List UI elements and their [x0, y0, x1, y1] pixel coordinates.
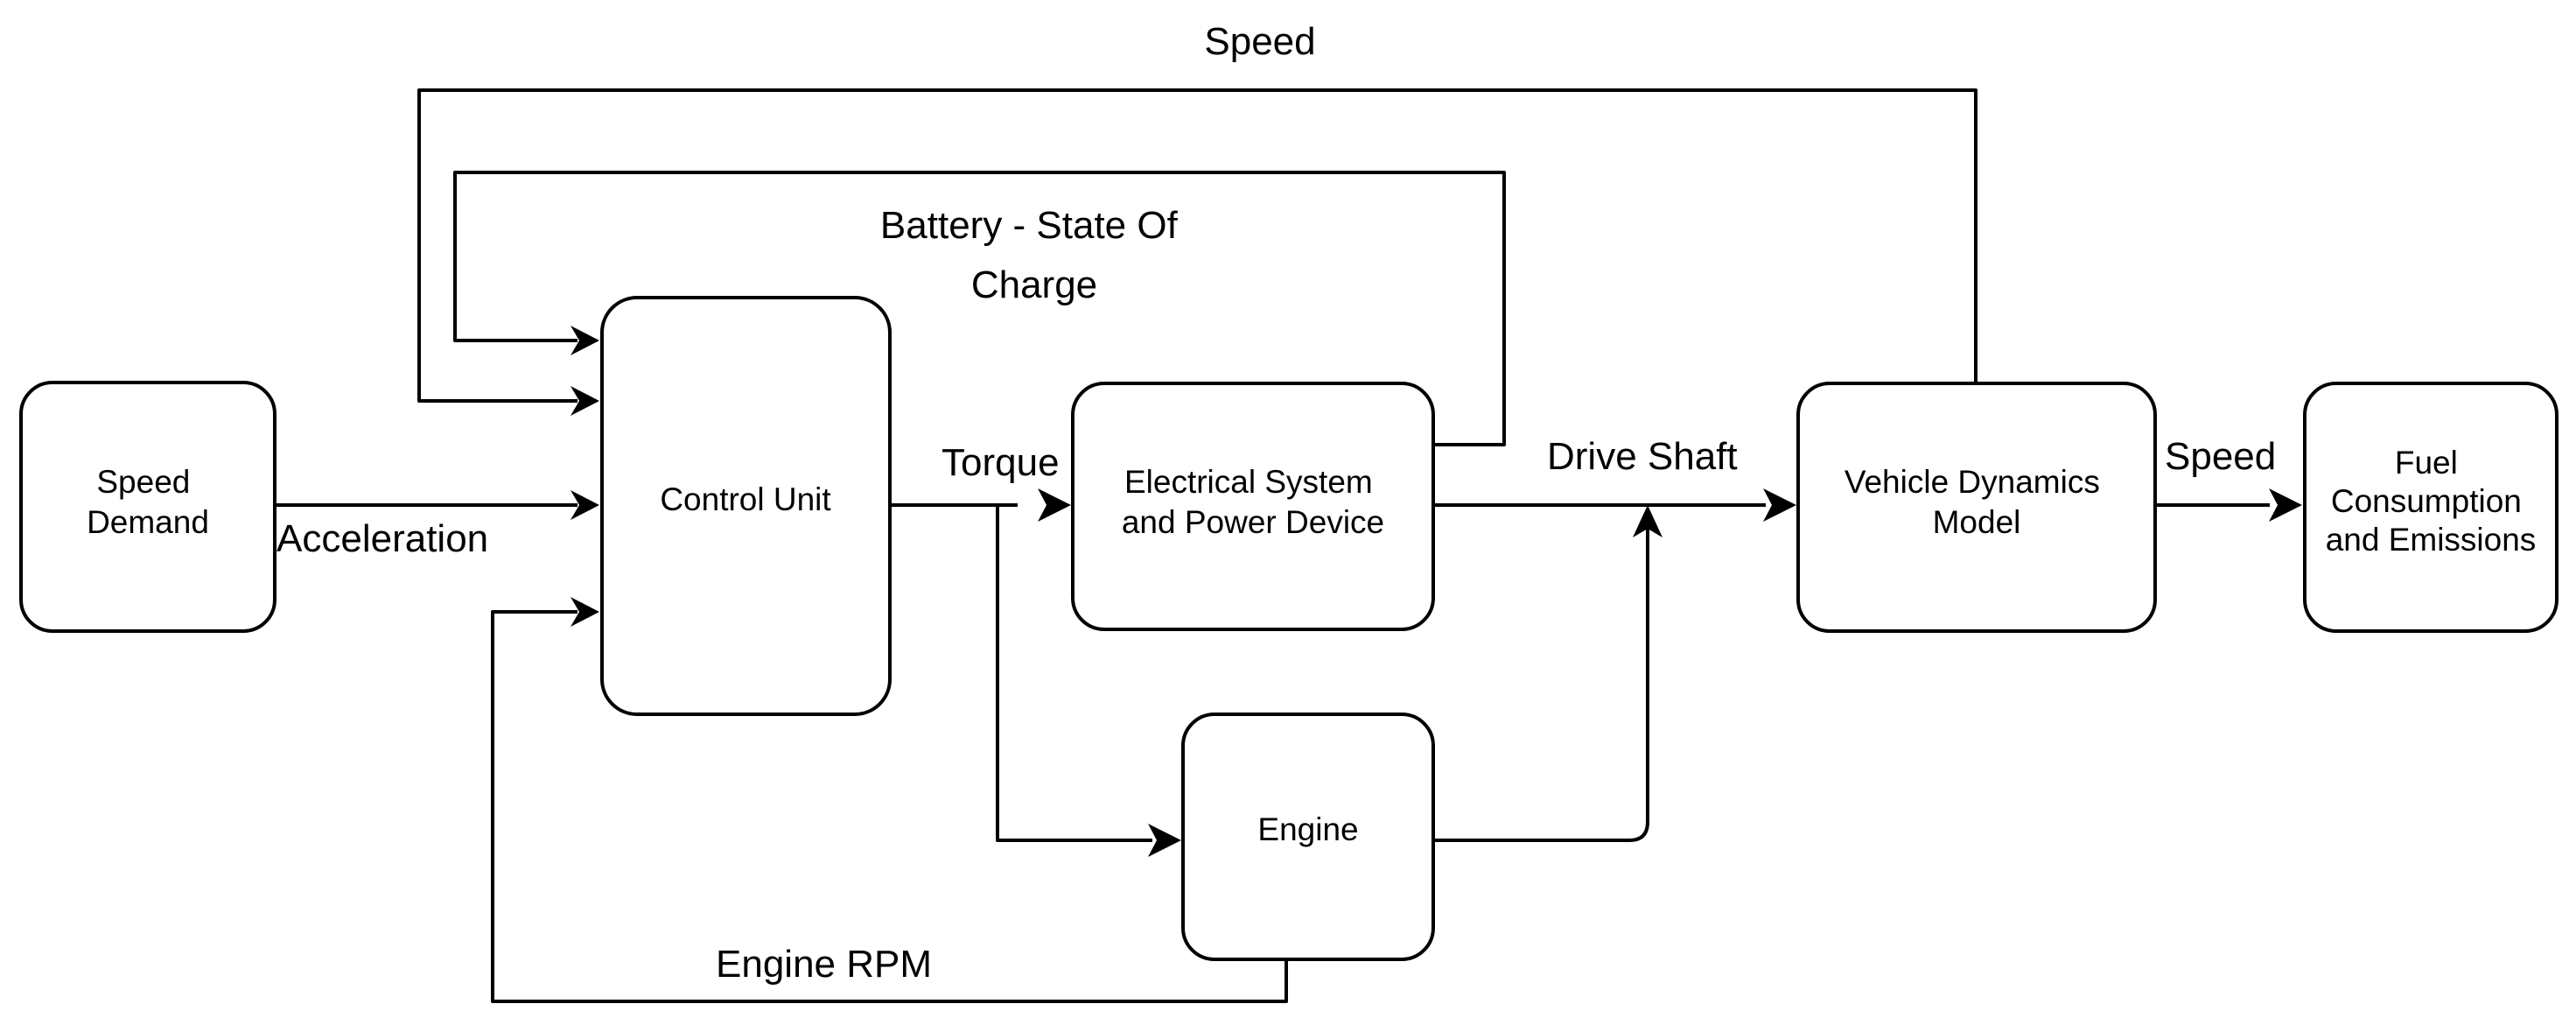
speed-feedback-arrow [570, 386, 599, 416]
speed-demand-label: Speed Demand [87, 464, 209, 540]
engine-rpm-wire [491, 610, 1288, 1003]
control-unit-label: Control Unit [660, 481, 831, 517]
torque-label: Torque [942, 441, 1060, 484]
acceleration-arrow [570, 490, 599, 520]
torque-to-engine-wire [996, 505, 1152, 842]
control-unit-block: Control Unit [600, 296, 892, 716]
speed-demand-block: Speed Demand [19, 381, 276, 633]
speed-output-arrow [2269, 488, 2302, 522]
battery-soc-arrow [570, 326, 599, 355]
torque-to-engine-arrow [1148, 824, 1181, 857]
edge-labels: Speed Battery - State Of Charge Accelera… [276, 20, 2276, 986]
fuel-consumption-block: Fuel Consumption and Emissions [2303, 382, 2558, 633]
engine-label: Engine [1257, 811, 1358, 847]
engine-to-drive-shaft-wire [1433, 523, 1649, 842]
drive-shaft-label: Drive Shaft [1547, 435, 1738, 478]
engine-rpm-label: Engine RPM [716, 943, 932, 986]
arrow-heads [570, 326, 2302, 857]
connectors [275, 88, 2270, 1003]
torque-arrow [1038, 488, 1071, 522]
electrical-system-label: Electrical System and Power Device [1122, 464, 1384, 540]
acceleration-label: Acceleration [276, 517, 488, 560]
drive-shaft-arrow [1763, 488, 1796, 522]
battery-soc-wire [453, 171, 1506, 446]
vehicle-dynamics-block: Vehicle Dynamics Model [1796, 382, 2157, 633]
vehicle-dynamics-label: Vehicle Dynamics Model [1844, 464, 2109, 540]
drive-shaft-merge-arrow [1633, 505, 1662, 537]
engine-block: Engine [1181, 713, 1435, 961]
fuel-consumption-label: Fuel Consumption and Emissions [2326, 445, 2537, 558]
speed-output-label: Speed [2165, 435, 2276, 478]
electrical-system-block: Electrical System and Power Device [1071, 382, 1435, 631]
battery-soc-label: Battery - State Of Charge [880, 204, 1188, 306]
speed-feedback-label: Speed [1204, 20, 1315, 63]
speed-feedback-wire [417, 88, 1978, 403]
engine-rpm-arrow [570, 597, 599, 627]
